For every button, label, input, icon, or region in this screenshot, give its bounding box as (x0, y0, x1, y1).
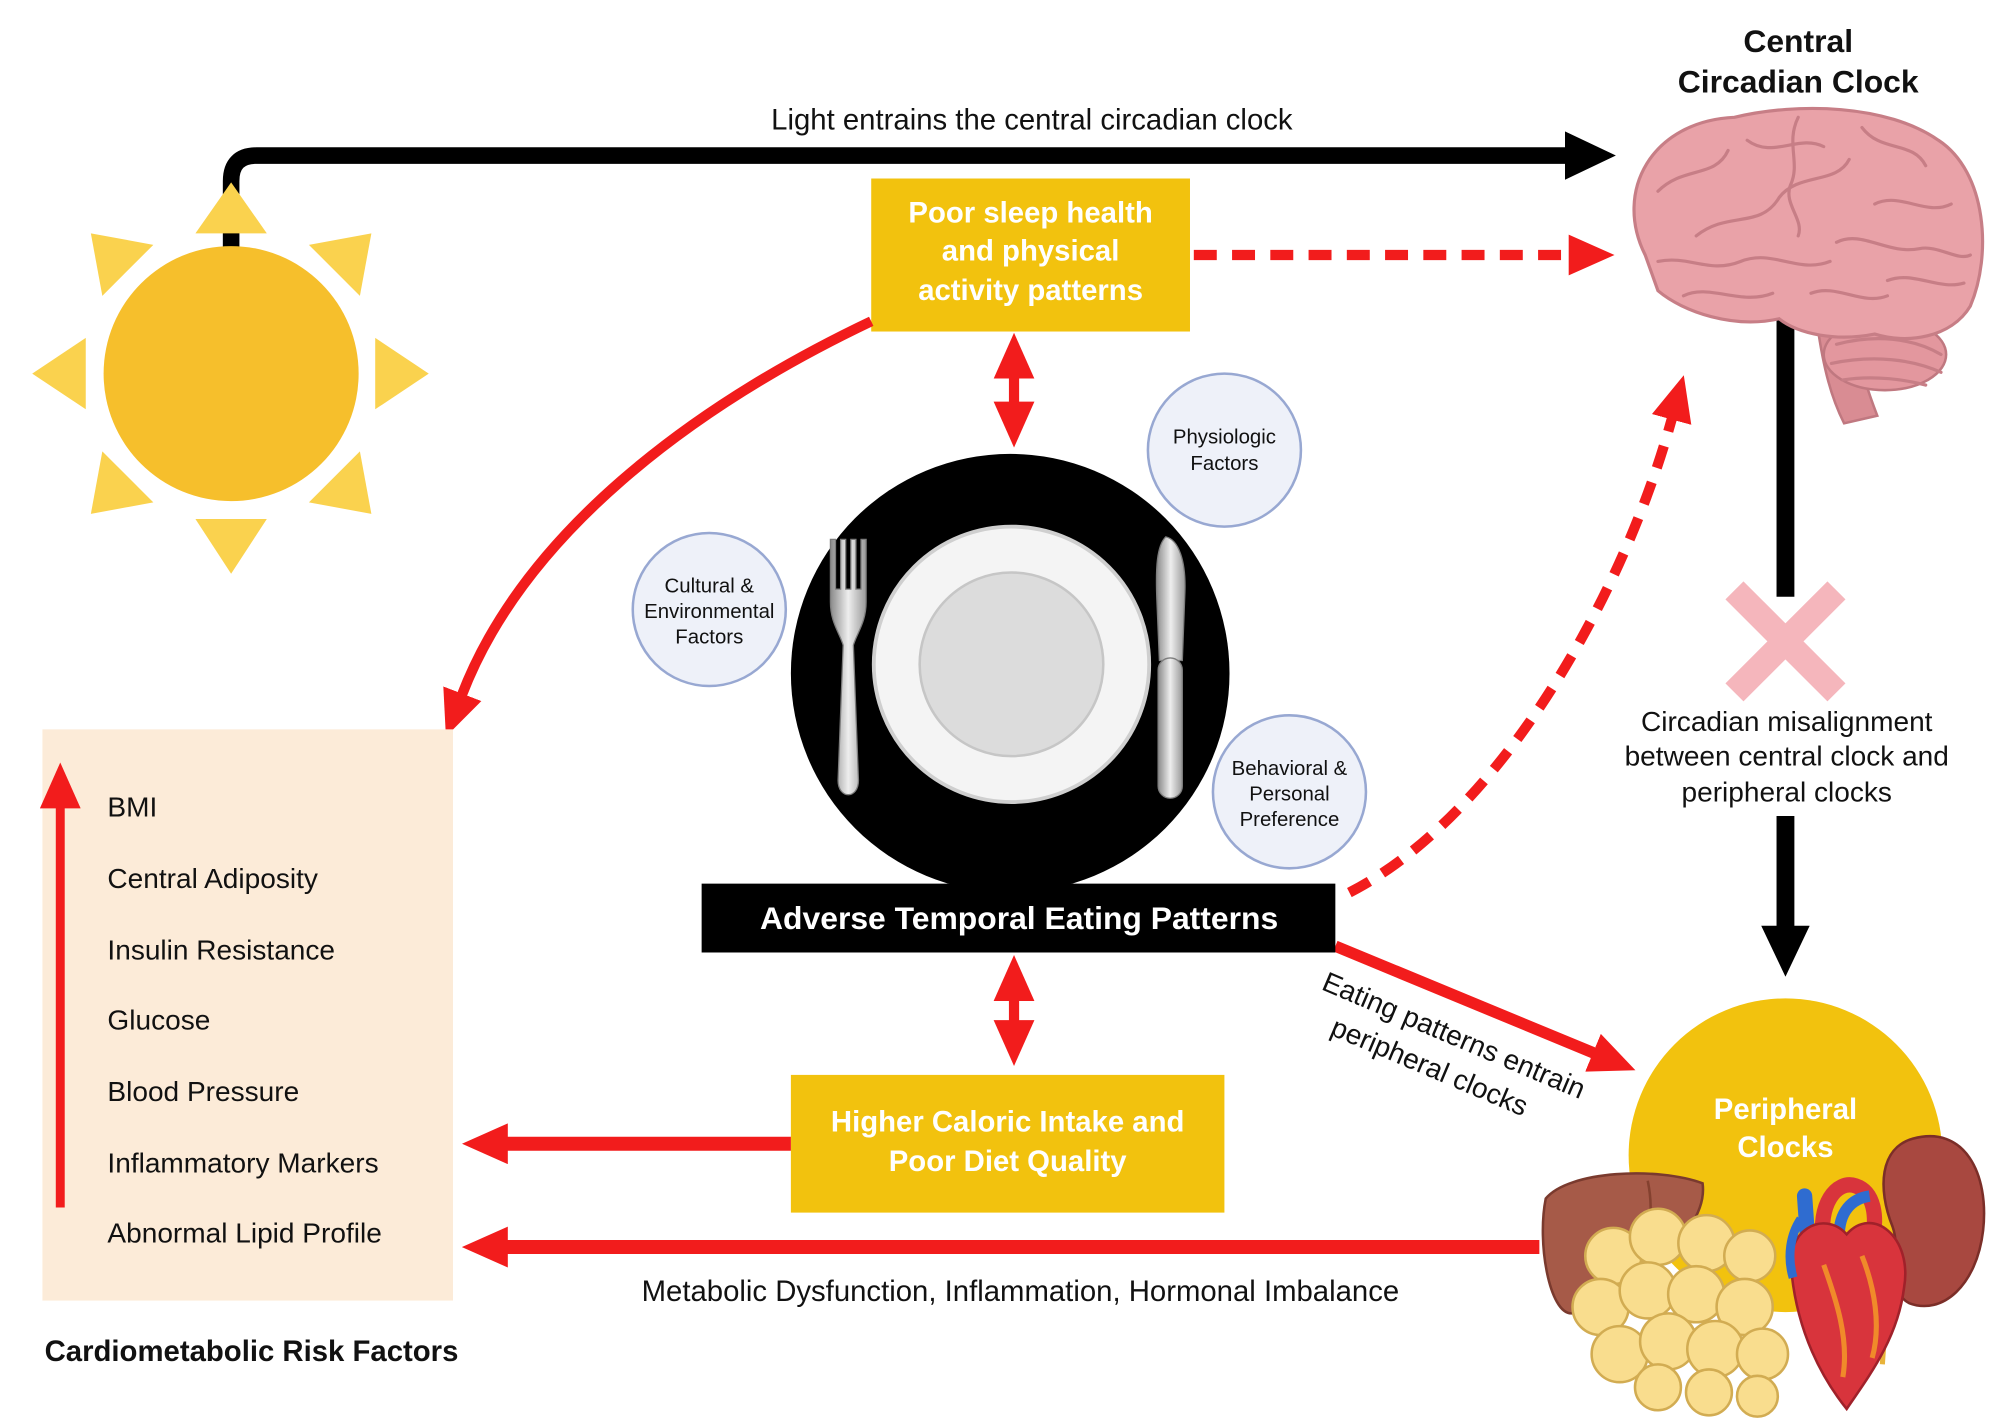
factor-label: Factors (675, 627, 743, 649)
sun-ray (90, 233, 154, 296)
fork-icon (829, 538, 867, 796)
light-label: Light entrains the central circadian clo… (771, 103, 1293, 136)
brain-gyrus (1656, 148, 1730, 193)
brain-gyrus (1787, 115, 1801, 238)
heart-body (1789, 1221, 1907, 1412)
factor-circle (631, 531, 788, 688)
metabolic-label: Metabolic Dysfunction, Inflammation, Hor… (642, 1275, 1400, 1308)
risk-item: Abnormal Lipid Profile (107, 1218, 381, 1249)
brain-gyrus (1656, 256, 1832, 268)
cerebellum-fold (1841, 376, 1928, 387)
misalignment-line3: peripheral clocks (1682, 776, 1892, 807)
factor-circle (1146, 372, 1303, 528)
factor-behavioral: Behavioral & Personal Preference (1211, 714, 1368, 870)
plate-center (918, 571, 1105, 758)
factor-circle (1211, 714, 1368, 870)
peripheral-label-line1: Peripheral (1714, 1093, 1857, 1126)
sun-disc (103, 246, 359, 502)
cerebrum (1632, 106, 1985, 341)
factor-label: Environmental (644, 601, 774, 623)
knife-icon (1155, 536, 1186, 799)
fat-cell (1722, 1229, 1777, 1283)
risk-factors-box (42, 729, 453, 1301)
caloric-box-line1: Higher Caloric Intake and (831, 1106, 1184, 1139)
brain-gyrus (1860, 125, 1928, 168)
misalignment-line1: Circadian misalignment (1641, 706, 1933, 737)
fat-cell (1735, 1327, 1790, 1381)
misalignment-x-icon (1725, 581, 1846, 702)
heart-vein (1785, 1216, 1805, 1279)
sun-ray (32, 337, 86, 410)
eating-label: Adverse Temporal Eating Patterns (760, 900, 1278, 936)
risk-item: BMI (107, 792, 157, 823)
factor-label: Behavioral & (1232, 758, 1348, 780)
risk-item: Glucose (107, 1005, 210, 1036)
factor-label: Cultural & (665, 576, 755, 598)
brain-icon (1632, 106, 1985, 425)
peripheral-label-line2: Clocks (1737, 1131, 1833, 1164)
heart-aorta (1814, 1177, 1883, 1245)
kidney (1882, 1135, 1986, 1308)
sun-ray (308, 451, 372, 514)
plate-icon (790, 453, 1230, 893)
factor-label: Preference (1240, 809, 1340, 831)
brain-gyrus (1694, 157, 1851, 238)
brain-gyrus (1873, 198, 1953, 210)
factor-label: Physiologic (1173, 426, 1276, 448)
fat-cell (1685, 1319, 1745, 1379)
x-stroke (1725, 581, 1846, 702)
sleep-to-risk-arrow (443, 316, 874, 737)
fat-cell (1684, 1368, 1734, 1417)
cerebellum-fold (1829, 357, 1943, 374)
brain-gyrus (1681, 290, 1775, 299)
risk-caption: Cardiometabolic Risk Factors (45, 1335, 459, 1368)
factor-label: Factors (1190, 453, 1258, 475)
risk-item: Central Adiposity (107, 863, 317, 894)
heart-coronary (1859, 1255, 1879, 1359)
sun-ray (195, 518, 267, 574)
sleep-box (871, 178, 1190, 332)
fat-cell (1735, 1374, 1780, 1418)
sun-ray (375, 337, 429, 410)
sun-ray (308, 233, 372, 296)
heart-coronary (1821, 1264, 1848, 1378)
sleep-box-line1: Poor sleep health (908, 196, 1152, 229)
caloric-box (790, 1074, 1225, 1213)
fat-cell (1628, 1207, 1688, 1267)
factor-label: Personal (1249, 783, 1329, 805)
factor-physiologic: Physiologic Factors (1146, 372, 1303, 528)
light-arrow (222, 131, 1616, 256)
heart-icon (1785, 1177, 1907, 1412)
brain-gyrus (1885, 276, 1966, 287)
fat-cell (1633, 1363, 1683, 1412)
eating-label-box (701, 883, 1336, 953)
misalignment-line2: between central clock and (1625, 741, 1949, 772)
factor-cultural: Cultural & Environmental Factors (631, 531, 788, 688)
sleep-box-line2: and physical (942, 235, 1120, 268)
brain-gyrus (1745, 138, 1826, 150)
knife-blade (1155, 536, 1186, 662)
central-clock-title-line2: Circadian Clock (1678, 64, 1919, 100)
fat-cells-icon (1571, 1207, 1790, 1418)
sun-ray (90, 451, 154, 514)
caloric-box-line2: Poor Diet Quality (889, 1145, 1127, 1178)
sun-icon (32, 182, 429, 574)
sun-ray (195, 182, 267, 234)
central-clock-title-line1: Central (1743, 23, 1853, 59)
eating-to-brain-arrow (1347, 375, 1692, 898)
sleep-box-line3: activity patterns (918, 274, 1143, 307)
risk-item: Insulin Resistance (107, 934, 335, 965)
brain-gyrus (1834, 237, 1972, 259)
brain-gyrus (1809, 289, 1890, 301)
eating-to-peripheral-arrow (1333, 940, 1636, 1072)
knife-handle (1157, 657, 1183, 799)
risk-item: Inflammatory Markers (107, 1147, 378, 1178)
risk-item: Blood Pressure (107, 1076, 299, 1107)
